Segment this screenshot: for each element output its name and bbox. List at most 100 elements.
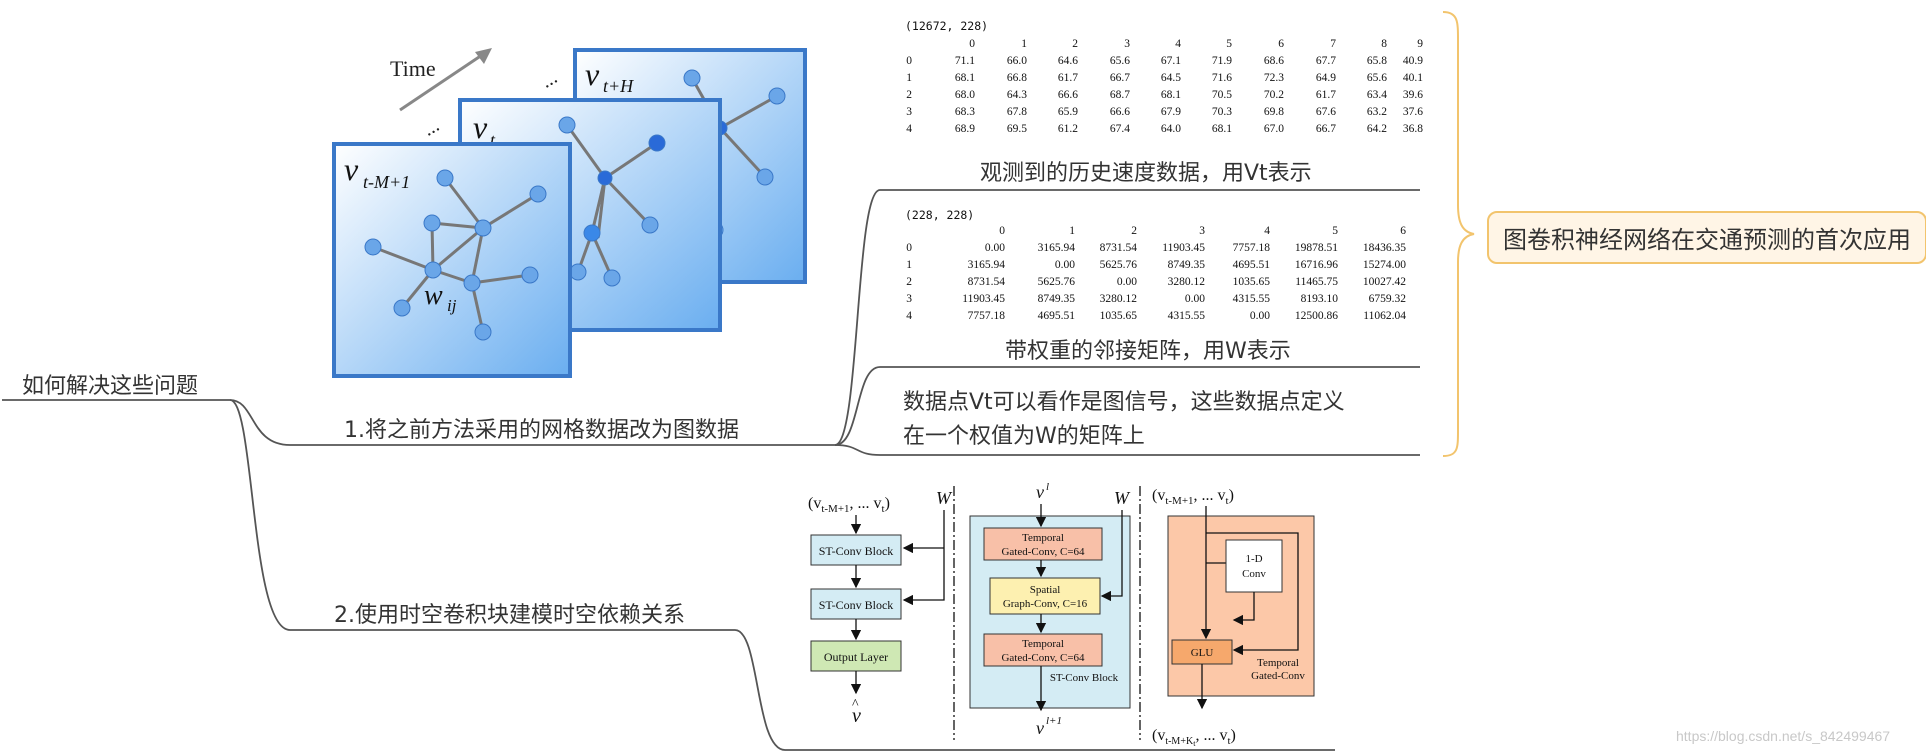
stgcn-right-panel: (vt-M+1, ... vt) 1-D Conv GLU Temporal G… bbox=[1152, 487, 1315, 748]
svg-text:Gated-Conv: Gated-Conv bbox=[1251, 670, 1305, 682]
weight-table-caption: 带权重的邻接矩阵，用W表示 bbox=[1005, 339, 1291, 364]
summary-box: 图卷积神经网络在交通预测的首次应用 bbox=[1487, 211, 1926, 264]
weight_table-cell: 3280.12 bbox=[1100, 293, 1138, 305]
speed_table-col-header: 4 bbox=[1175, 38, 1181, 50]
svg-text:ij: ij bbox=[447, 296, 457, 315]
svg-text:v: v bbox=[585, 56, 600, 92]
speed_table-cell: 70.2 bbox=[1264, 89, 1284, 101]
weight_table-cell: 3165.94 bbox=[968, 259, 1006, 271]
speed_table-col-header: 9 bbox=[1417, 38, 1423, 50]
weight_table-col-header: 3 bbox=[1199, 225, 1205, 237]
svg-text:Output Layer: Output Layer bbox=[824, 650, 888, 664]
speed_table-cell: 68.3 bbox=[955, 106, 975, 118]
graph-frames-figure: Time ... ... v t+H v t bbox=[332, 48, 807, 378]
weight_table-cell: 18436.35 bbox=[1363, 242, 1406, 254]
weight_table-col-header: 4 bbox=[1264, 225, 1270, 237]
speed_table-cell: 68.1 bbox=[1161, 89, 1181, 101]
speed_table-cell: 37.6 bbox=[1403, 106, 1423, 118]
weight_table-cell: 0.00 bbox=[985, 242, 1005, 254]
speed_table-cell: 70.5 bbox=[1212, 89, 1232, 101]
speed_table-cell: 61.2 bbox=[1058, 123, 1078, 135]
weight_table-row-index: 2 bbox=[906, 276, 912, 288]
speed_table-cell: 67.7 bbox=[1316, 55, 1336, 67]
weight_table-col-header: 1 bbox=[1069, 225, 1075, 237]
frame-t-m-1: v t-M+1 w ij bbox=[332, 142, 572, 378]
svg-text:ST-Conv Block: ST-Conv Block bbox=[819, 544, 894, 558]
speed_table-col-header: 1 bbox=[1021, 38, 1027, 50]
weight_table-cell: 4315.55 bbox=[1233, 293, 1271, 305]
speed_table-col-header: 6 bbox=[1278, 38, 1284, 50]
speed_table-cell: 40.9 bbox=[1403, 55, 1423, 67]
weight_table-cell: 0.00 bbox=[1185, 293, 1205, 305]
weight_table-cell: 11903.45 bbox=[1162, 242, 1205, 254]
svg-text:ST-Conv Block: ST-Conv Block bbox=[1050, 672, 1119, 684]
note-line-2: 在一个权值为W的矩阵上 bbox=[903, 424, 1145, 449]
weight_table-cell: 1035.65 bbox=[1233, 276, 1271, 288]
weight_table-cell: 11903.45 bbox=[962, 293, 1005, 305]
speed_table-row-index: 1 bbox=[906, 72, 912, 84]
speed_table-cell: 61.7 bbox=[1058, 72, 1078, 84]
weight_table-cell: 10027.42 bbox=[1363, 276, 1406, 288]
weight_table-row-index: 1 bbox=[906, 259, 912, 271]
svg-text:(vt-M+1, ... vt): (vt-M+1, ... vt) bbox=[808, 495, 890, 515]
speed_table-row-index: 3 bbox=[906, 106, 912, 118]
weight_table-cell: 12500.86 bbox=[1295, 310, 1338, 322]
time-label: Time bbox=[390, 56, 436, 81]
speed_table-cell: 61.7 bbox=[1316, 89, 1336, 101]
speed_table-cell: 65.8 bbox=[1367, 55, 1387, 67]
watermark: https://blog.csdn.net/s_842499467 bbox=[1676, 728, 1891, 744]
svg-text:v: v bbox=[473, 109, 488, 145]
root-label: 如何解决这些问题 bbox=[22, 374, 199, 399]
svg-text:Gated-Conv, C=64: Gated-Conv, C=64 bbox=[1001, 546, 1085, 558]
ellipsis-mid: ... bbox=[419, 114, 443, 141]
weight_table-cell: 19878.51 bbox=[1295, 242, 1338, 254]
weight_table-cell: 11062.04 bbox=[1363, 310, 1406, 322]
svg-text:l: l bbox=[1046, 481, 1049, 493]
speed_table-cell: 71.9 bbox=[1212, 55, 1232, 67]
svg-text:t: t bbox=[490, 130, 496, 150]
speed_table-col-header: 0 bbox=[969, 38, 975, 50]
weight_table-cell: 8193.10 bbox=[1301, 293, 1339, 305]
svg-text:Temporal: Temporal bbox=[1022, 638, 1064, 650]
edge-weight-label: w bbox=[424, 280, 443, 311]
speed_table-cell: 65.9 bbox=[1058, 106, 1078, 118]
speed_table-cell: 71.6 bbox=[1212, 72, 1232, 84]
speed_table-cell: 66.6 bbox=[1110, 106, 1130, 118]
speed_table-cell: 64.5 bbox=[1161, 72, 1181, 84]
weight_table-cell: 0.00 bbox=[1250, 310, 1270, 322]
weight_table-cell: 4695.51 bbox=[1038, 310, 1076, 322]
svg-text:v: v bbox=[1036, 718, 1044, 738]
speed_table-col-header: 2 bbox=[1072, 38, 1078, 50]
svg-text:^: ^ bbox=[852, 697, 859, 712]
weight_table-cell: 8749.35 bbox=[1038, 293, 1076, 305]
speed_table-row-index: 2 bbox=[906, 89, 912, 101]
speed_table-col-header: 8 bbox=[1381, 38, 1387, 50]
note-line-1: 数据点Vt可以看作是图信号，这些数据点定义 bbox=[903, 390, 1345, 415]
weight_table-cell: 1035.65 bbox=[1100, 310, 1138, 322]
speed_table-cell: 67.6 bbox=[1316, 106, 1336, 118]
speed_table-cell: 65.6 bbox=[1110, 55, 1130, 67]
speed_table-cell: 68.0 bbox=[955, 89, 975, 101]
weight_table-cell: 0.00 bbox=[1117, 276, 1137, 288]
svg-text:v: v bbox=[344, 151, 359, 187]
svg-text:t+H: t+H bbox=[603, 76, 634, 96]
weight_table-cell: 15274.00 bbox=[1363, 259, 1406, 271]
weight_table-cell: 5625.76 bbox=[1038, 276, 1076, 288]
speed_table-cell: 70.3 bbox=[1212, 106, 1232, 118]
speed_table-cell: 67.1 bbox=[1161, 55, 1181, 67]
svg-text:W: W bbox=[1114, 488, 1131, 508]
speed_table-cell: 63.2 bbox=[1367, 106, 1387, 118]
branch-2-label: 2.使用时空卷积块建模时空依赖关系 bbox=[334, 603, 685, 628]
speed_table-cell: 64.0 bbox=[1161, 123, 1181, 135]
weight_table-col-header: 6 bbox=[1400, 225, 1406, 237]
branch-1-label: 1.将之前方法采用的网格数据改为图数据 bbox=[344, 418, 739, 443]
weight_table-col-header: 5 bbox=[1332, 225, 1338, 237]
speed_table-cell: 64.6 bbox=[1058, 55, 1078, 67]
speed_table-cell: 64.3 bbox=[1007, 89, 1027, 101]
weight-table-shape: (228, 228) bbox=[905, 208, 975, 222]
speed_table-row-index: 4 bbox=[906, 123, 912, 135]
weight_table-cell: 11465.75 bbox=[1295, 276, 1338, 288]
speed_table-cell: 68.1 bbox=[955, 72, 975, 84]
svg-text:(vt-M+1, ... vt): (vt-M+1, ... vt) bbox=[1152, 487, 1234, 507]
